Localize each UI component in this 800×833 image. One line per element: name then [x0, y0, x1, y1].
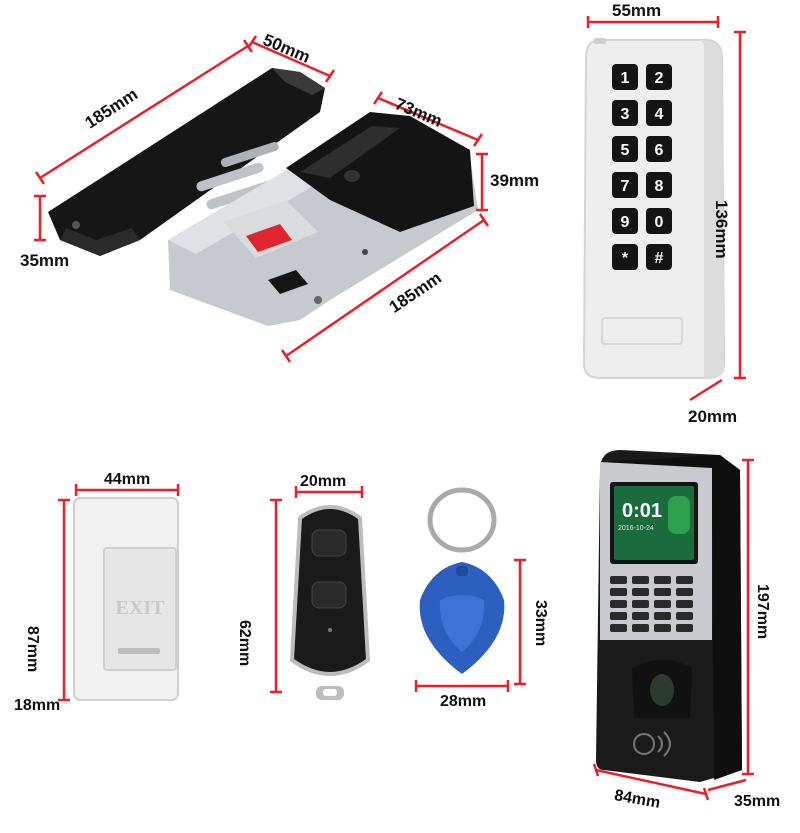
- keypad-key-label: 5: [621, 142, 630, 159]
- exit-button-illustration: [73, 497, 179, 701]
- terminal-key: [610, 600, 627, 608]
- terminal-key: [610, 588, 627, 596]
- lock-height-left-label: 35mm: [20, 251, 70, 270]
- exit-height-label: 87mm: [24, 626, 41, 673]
- terminal-key: [676, 600, 693, 608]
- terminal-key: [654, 600, 671, 608]
- terminal-key: [632, 588, 649, 596]
- exit-width-label: 44mm: [104, 471, 151, 488]
- exit-label: EXIT: [116, 597, 166, 619]
- keypad-key-label: #: [655, 250, 664, 267]
- terminal-key: [610, 576, 627, 584]
- terminal-key: [676, 612, 693, 620]
- terminal-key: [654, 624, 671, 632]
- terminal-key: [676, 624, 693, 632]
- keypad-key-label: 2: [655, 70, 664, 87]
- keypad-key: [612, 100, 638, 126]
- terminal-key: [632, 576, 649, 584]
- terminal-depth-label: 35mm: [734, 793, 781, 810]
- keypad-key-label: 8: [655, 178, 664, 195]
- keypad-illustration: 1 2 3 4 5 6 7 8 9 0 * #: [582, 38, 726, 379]
- terminal-key: [654, 588, 671, 596]
- terminal-key: [654, 576, 671, 584]
- keypad-key: [612, 136, 638, 162]
- exit-depth-label: 18mm: [14, 697, 61, 714]
- terminal-key: [632, 612, 649, 620]
- terminal-key: [676, 576, 693, 584]
- terminal-key: [632, 624, 649, 632]
- keypad-width-label: 55mm: [612, 1, 662, 20]
- electric-lock-illustration: [48, 68, 478, 326]
- remote-width-label: 20mm: [300, 473, 347, 490]
- keypad-key: [646, 172, 672, 198]
- dimension-lines: [34, 16, 754, 801]
- keypad-key: [646, 64, 672, 90]
- keypad-key: [612, 172, 638, 198]
- terminal-key: [676, 588, 693, 596]
- keypad-height-label: 136mm: [712, 200, 731, 259]
- keypad-key-label: 0: [655, 214, 664, 231]
- keyfob-height-label: 33mm: [532, 600, 549, 647]
- terminal-screen-time: 0:01: [622, 500, 662, 522]
- fingerprint-terminal-illustration: [596, 450, 742, 782]
- terminal-key: [610, 612, 627, 620]
- keypad-key-label: 1: [621, 70, 630, 87]
- keypad-key: [612, 244, 638, 270]
- remote-height-label: 62mm: [236, 620, 253, 667]
- keypad-key-label: 9: [621, 214, 630, 231]
- keyfob-illustration: [419, 487, 505, 674]
- keypad-key: [646, 244, 672, 270]
- keyfob-width-label: 28mm: [440, 693, 487, 710]
- keypad-key: [646, 100, 672, 126]
- keypad-key-label: 7: [621, 178, 630, 195]
- terminal-key: [632, 600, 649, 608]
- keypad-key: [612, 64, 638, 90]
- lock-height-right-label: 39mm: [490, 171, 540, 190]
- remote-illustration: [289, 505, 371, 700]
- terminal-screen-date: 2016-10-24: [618, 525, 654, 532]
- keypad-key: [646, 208, 672, 234]
- keypad-key: [646, 136, 672, 162]
- keypad-key: [612, 208, 638, 234]
- keypad-key-label: *: [622, 250, 629, 267]
- keypad-key-label: 6: [655, 142, 664, 159]
- keypad-key-label: 4: [655, 106, 664, 123]
- terminal-height-label: 197mm: [754, 584, 771, 640]
- terminal-key: [610, 624, 627, 632]
- keypad-key-label: 3: [621, 106, 630, 123]
- keypad-depth-label: 20mm: [688, 407, 738, 426]
- terminal-key: [654, 612, 671, 620]
